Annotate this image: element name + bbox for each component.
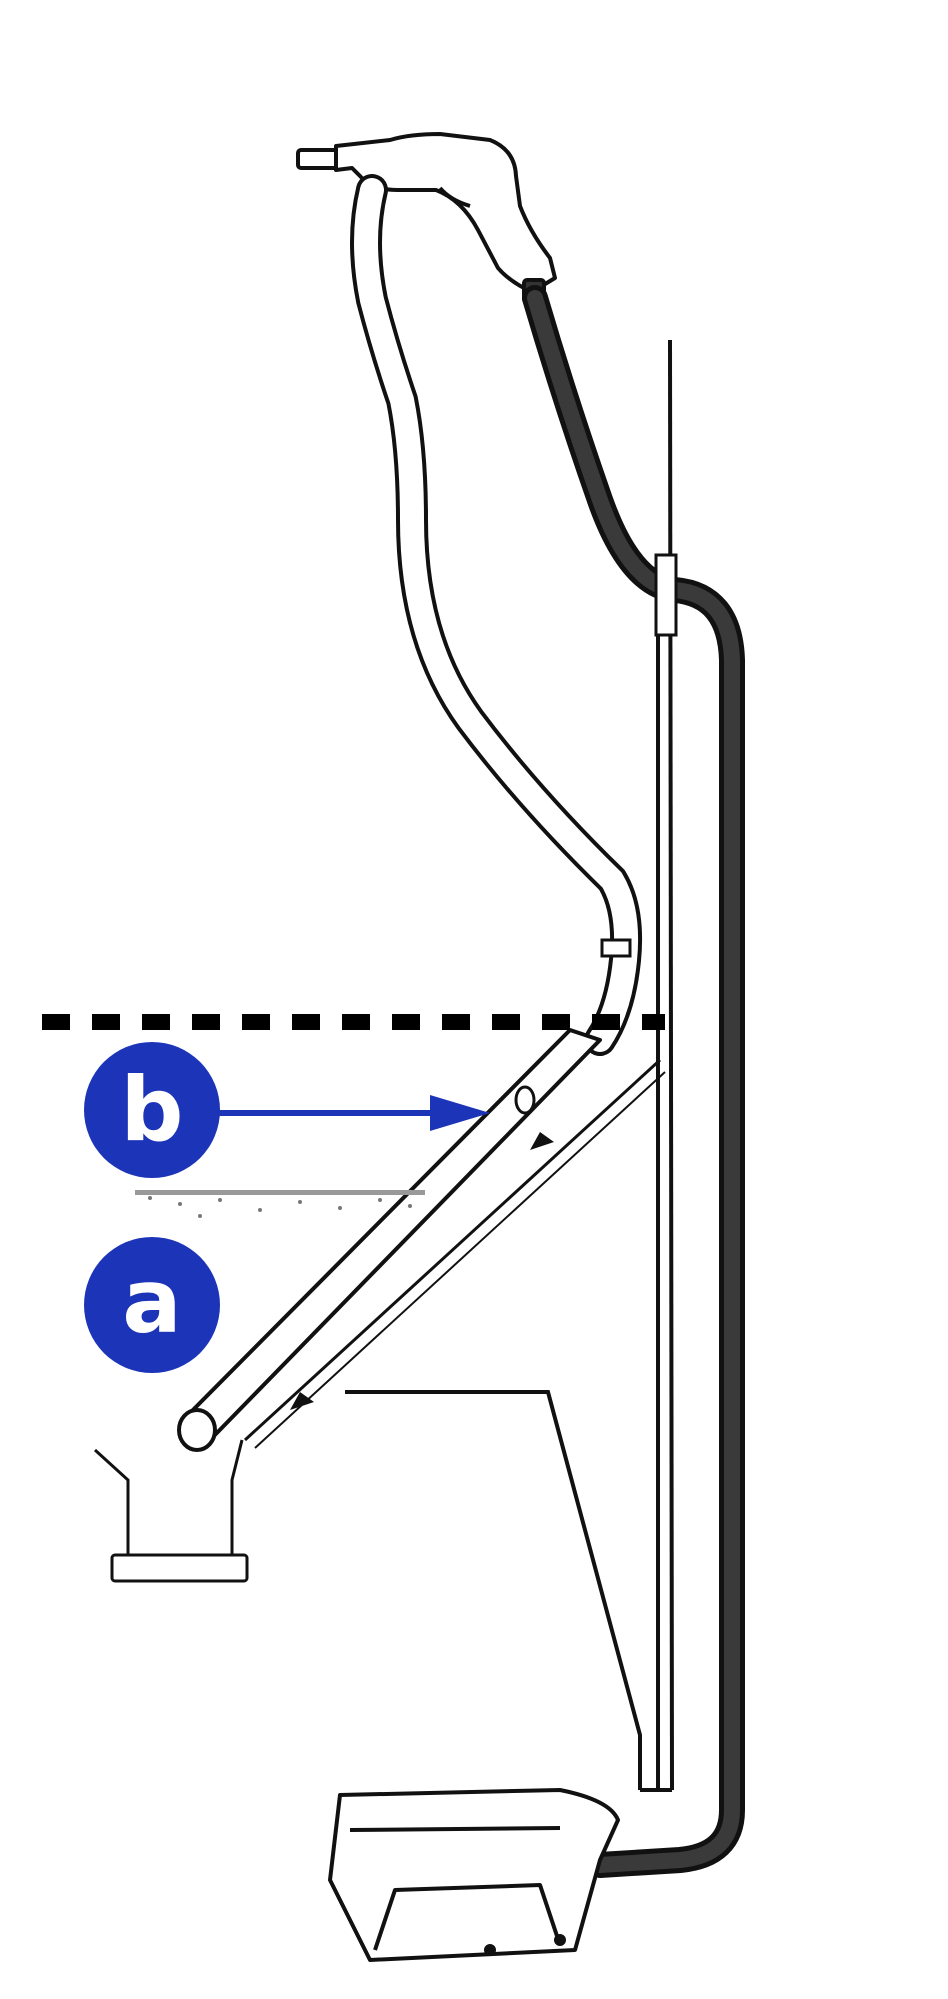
label-b-badge: b <box>84 1042 220 1178</box>
material-surface <box>135 1190 425 1218</box>
hopper <box>328 1788 620 1962</box>
label-b-text: b <box>121 1058 184 1161</box>
black-hose <box>522 285 745 1878</box>
label-a-text: a <box>122 1250 181 1353</box>
support-line <box>345 1390 642 1790</box>
arrow-to-tube-end <box>210 1095 490 1131</box>
suction-tube <box>177 1028 666 1452</box>
spray-gun <box>296 132 557 304</box>
vertical-pole <box>640 339 678 1792</box>
white-hose <box>350 174 643 1056</box>
label-a-badge: a <box>84 1237 220 1373</box>
container-left <box>93 1439 249 1583</box>
